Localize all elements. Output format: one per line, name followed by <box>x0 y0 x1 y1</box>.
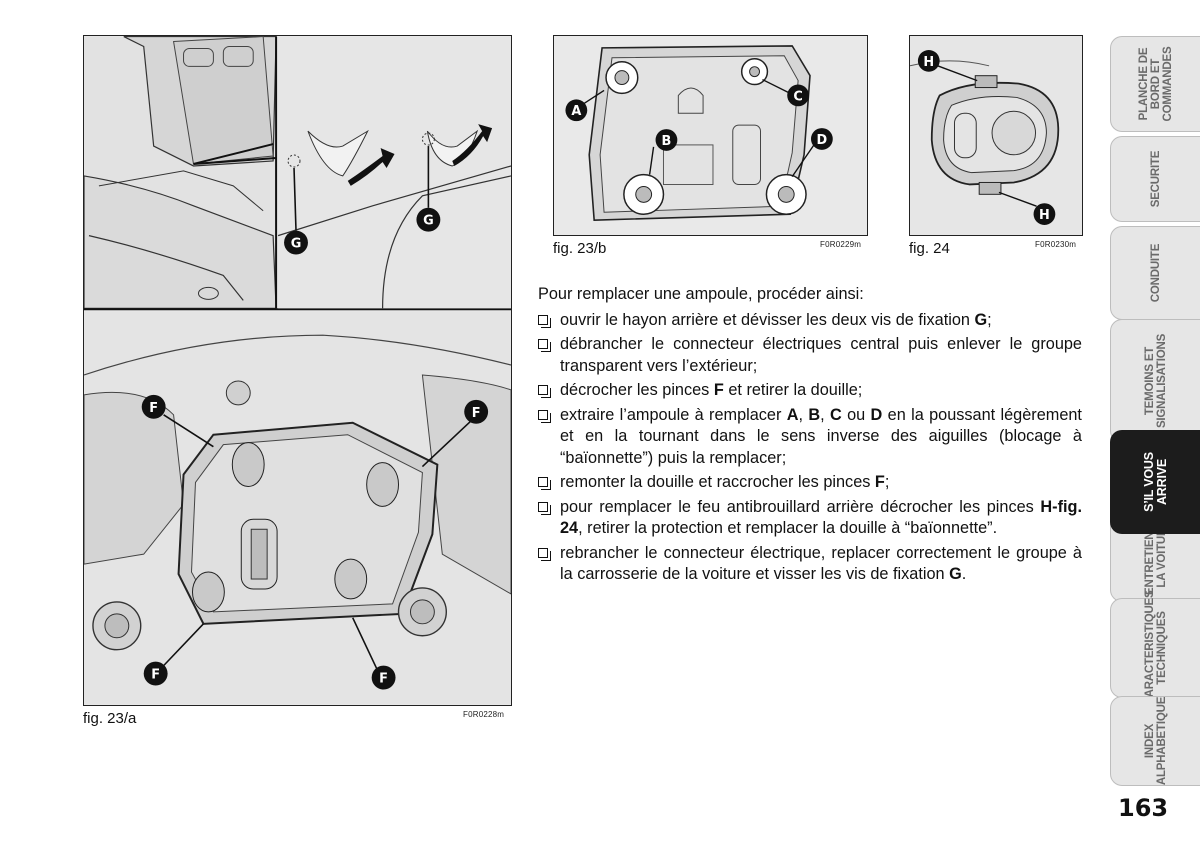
section-tab[interactable]: CONDUITE <box>1110 226 1200 320</box>
callout-h-1: H <box>923 55 934 70</box>
fig-24-caption: fig. 24 <box>909 240 950 257</box>
fig-24-code: F0R0230m <box>1035 240 1077 249</box>
step-text: , <box>798 405 809 424</box>
section-tab-label: SECURITE <box>1149 150 1162 208</box>
step-reference: A <box>786 405 799 424</box>
section-tab-label: CARACTERISTIQUES TECHNIQUES <box>1143 590 1168 706</box>
step-reference: C <box>830 405 842 424</box>
fig-23a-code: F0R0228m <box>463 710 505 719</box>
instruction-step: remonter la douille et raccrocher les pi… <box>538 472 1082 494</box>
step-text: , retirer la protection et remplacer la … <box>578 519 998 537</box>
section-tab-label: PLANCHE DE BORD ET COMMANDES <box>1137 46 1174 122</box>
step-reference: F <box>874 473 885 491</box>
callout-g-2: G <box>423 214 434 229</box>
section-tab[interactable]: S’IL VOUS ARRIVE <box>1110 430 1200 534</box>
figure-24-illustration: H H <box>910 36 1082 235</box>
step-text: remonter la douille et raccrocher les pi… <box>560 473 875 491</box>
callout-g-1: G <box>291 237 302 252</box>
step-text: ; <box>884 473 890 491</box>
figure-23b-illustration: A B C D <box>565 45 833 221</box>
step-text: ouvrir le hayon arrière et dévisser les … <box>560 310 975 329</box>
callout-d: D <box>817 133 828 148</box>
figure-23b: A B C D <box>553 35 868 236</box>
section-tab[interactable]: INDEX ALPHABETIQUE <box>1110 696 1200 786</box>
checkbox-bullet-icon <box>538 339 551 352</box>
instruction-step: décrocher les pinces F et retirer la dou… <box>538 380 1082 402</box>
checkbox-bullet-icon <box>538 501 551 515</box>
step-reference: B <box>808 405 821 424</box>
checkbox-bullet-icon <box>538 314 551 328</box>
checkbox-bullet-icon <box>538 385 551 398</box>
checkbox-bullet-icon <box>538 409 551 423</box>
step-text: , <box>820 405 830 424</box>
step-text: débrancher le connecteur électriques cen… <box>560 335 1082 375</box>
fig-23b-caption: fig. 23/b <box>553 240 607 257</box>
step-text: ; <box>987 310 992 329</box>
step-text: rebrancher le connecteur électrique, rep… <box>560 543 1082 584</box>
instructions-intro: Pour remplacer une ampoule, procéder ain… <box>538 285 864 303</box>
step-reference: G <box>974 310 988 329</box>
callout-a: A <box>571 104 581 119</box>
step-text: ou <box>841 405 871 424</box>
step-text: extraire l’ampoule à remplacer <box>560 405 787 424</box>
instruction-step: débrancher le connecteur électriques cen… <box>538 334 1082 377</box>
callout-f-1: F <box>149 401 158 416</box>
section-tab-label: CONDUITE <box>1149 243 1162 303</box>
step-reference: F <box>713 381 724 399</box>
section-tab-label: S’IL VOUS ARRIVE <box>1141 452 1169 512</box>
checkbox-bullet-icon <box>538 547 551 561</box>
page-number: 163 <box>1118 794 1169 822</box>
callout-f-2: F <box>472 406 481 421</box>
step-text: et retirer la douille; <box>723 381 863 399</box>
section-tab[interactable]: SECURITE <box>1110 136 1200 222</box>
callout-f-3: F <box>151 668 160 683</box>
section-tab-label: TEMOINS ET SIGNALISATIONS <box>1143 333 1168 429</box>
section-tab[interactable]: CARACTERISTIQUES TECHNIQUES <box>1110 590 1200 706</box>
section-tab-label: INDEX ALPHABETIQUE <box>1143 696 1168 786</box>
instruction-step: ouvrir le hayon arrière et dévisser les … <box>538 310 1082 332</box>
step-reference: D <box>870 405 883 424</box>
step-reference: H-fig. 24 <box>560 497 1082 538</box>
instruction-list: ouvrir le hayon arrière et dévisser les … <box>538 310 1082 586</box>
fig-23a-caption: fig. 23/a <box>83 710 137 727</box>
step-reference: G <box>949 565 962 583</box>
checkbox-bullet-icon <box>538 477 551 490</box>
step-text: pour remplacer le feu antibrouillard arr… <box>560 497 1041 516</box>
callout-b: B <box>662 134 672 149</box>
fig-23b-code: F0R0229m <box>820 240 862 249</box>
figure-23a-illustration: G G F F F F <box>84 36 511 705</box>
instruction-step: pour remplacer le feu antibrouillard arr… <box>538 497 1082 540</box>
instructions: Pour remplacer une ampoule, procéder ain… <box>538 284 1082 589</box>
callout-f-4: F <box>379 672 388 687</box>
section-tab[interactable]: TEMOINS ET SIGNALISATIONS <box>1110 319 1200 443</box>
section-tab[interactable]: PLANCHE DE BORD ET COMMANDES <box>1110 36 1200 132</box>
callout-h-2: H <box>1039 208 1050 223</box>
figure-24: H H <box>909 35 1083 236</box>
callout-c: C <box>793 89 802 104</box>
instruction-step: extraire l’ampoule à remplacer A, B, C o… <box>538 405 1082 470</box>
step-text: en la poussant légèrement et en la tourn… <box>560 405 1082 467</box>
instruction-step: rebrancher le connecteur électrique, rep… <box>538 543 1082 586</box>
figure-23a: G G F F F F <box>83 35 512 706</box>
step-text: décrocher les pinces <box>560 381 714 399</box>
step-text: . <box>961 565 967 583</box>
